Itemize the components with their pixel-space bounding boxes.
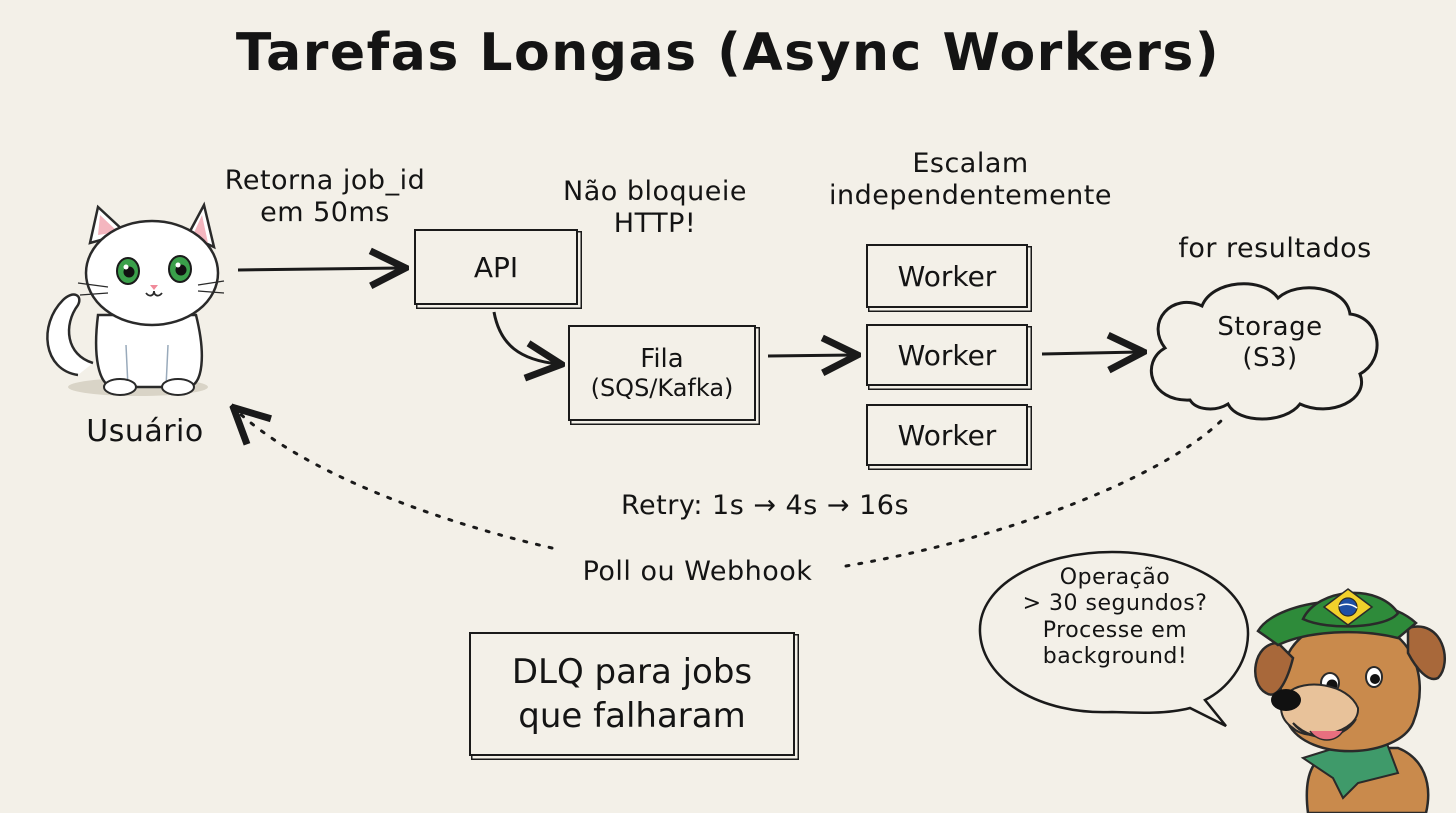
poll-path-right bbox=[844, 418, 1224, 568]
arrow-user-to-api bbox=[237, 268, 402, 270]
dlq-box: DLQ para jobs que falharam bbox=[469, 632, 795, 756]
worker-label: Worker bbox=[897, 338, 997, 372]
arrow-queue-to-workers bbox=[767, 355, 854, 356]
scale-line1: Escalam bbox=[912, 148, 1029, 179]
api-label: API bbox=[473, 250, 519, 284]
dlq-label-line1: DLQ para jobs bbox=[511, 651, 753, 692]
storage-label-line2: (S3) bbox=[1242, 343, 1298, 374]
speech-line4: background! bbox=[1042, 644, 1188, 670]
storage-label: Storage (S3) bbox=[1180, 312, 1360, 374]
no-block-line2: HTTP! bbox=[613, 208, 697, 240]
speech-line1: Operação bbox=[1059, 565, 1171, 590]
storage-label-line1: Storage bbox=[1217, 312, 1323, 342]
arrow-api-to-queue bbox=[492, 311, 558, 364]
scale-note: Escalam independentemente bbox=[818, 148, 1123, 213]
results-note: for resultados bbox=[1178, 233, 1372, 264]
returns-job-line1: Retorna job_id bbox=[224, 165, 426, 196]
poll-path-left bbox=[236, 410, 554, 550]
cat-user-icon bbox=[46, 201, 225, 396]
dog-mascot-icon bbox=[1254, 588, 1446, 813]
queue-box: Fila (SQS/Kafka) bbox=[568, 325, 756, 421]
no-block-line1: Não bloqueie bbox=[563, 176, 747, 207]
scale-line2: independentemente bbox=[828, 180, 1112, 212]
worker-box-3: Worker bbox=[866, 404, 1028, 466]
returns-job-line2: em 50ms bbox=[260, 197, 390, 229]
storage-cloud bbox=[1149, 282, 1379, 421]
worker-label: Worker bbox=[897, 418, 997, 452]
worker-label: Worker bbox=[897, 259, 997, 293]
returns-job-note: Retorna job_id em 50ms bbox=[200, 165, 450, 230]
speech-line3: Processe em bbox=[1042, 617, 1188, 643]
speech-line2: > 30 segundos? bbox=[1022, 591, 1208, 617]
speech-bubble-text: Operação > 30 segundos? Processe em back… bbox=[1000, 565, 1230, 671]
worker-box-1: Worker bbox=[866, 244, 1028, 308]
retry-note: Retry: 1s → 4s → 16s bbox=[620, 490, 910, 521]
queue-label-line1: Fila bbox=[640, 344, 684, 374]
arrow-workers-to-storage bbox=[1041, 352, 1140, 354]
worker-box-2: Worker bbox=[866, 324, 1028, 386]
no-block-note: Não bloqueie HTTP! bbox=[545, 176, 765, 241]
dlq-label-line2: que falharam bbox=[518, 696, 746, 736]
queue-label-line2: (SQS/Kafka) bbox=[590, 374, 734, 402]
speech-bubble bbox=[978, 550, 1250, 728]
poll-webhook-note: Poll ou Webhook bbox=[582, 556, 813, 587]
api-box: API bbox=[414, 229, 578, 305]
user-label: Usuário bbox=[86, 414, 204, 449]
diagram-title: Tarefas Longas (Async Workers) bbox=[235, 23, 1221, 83]
